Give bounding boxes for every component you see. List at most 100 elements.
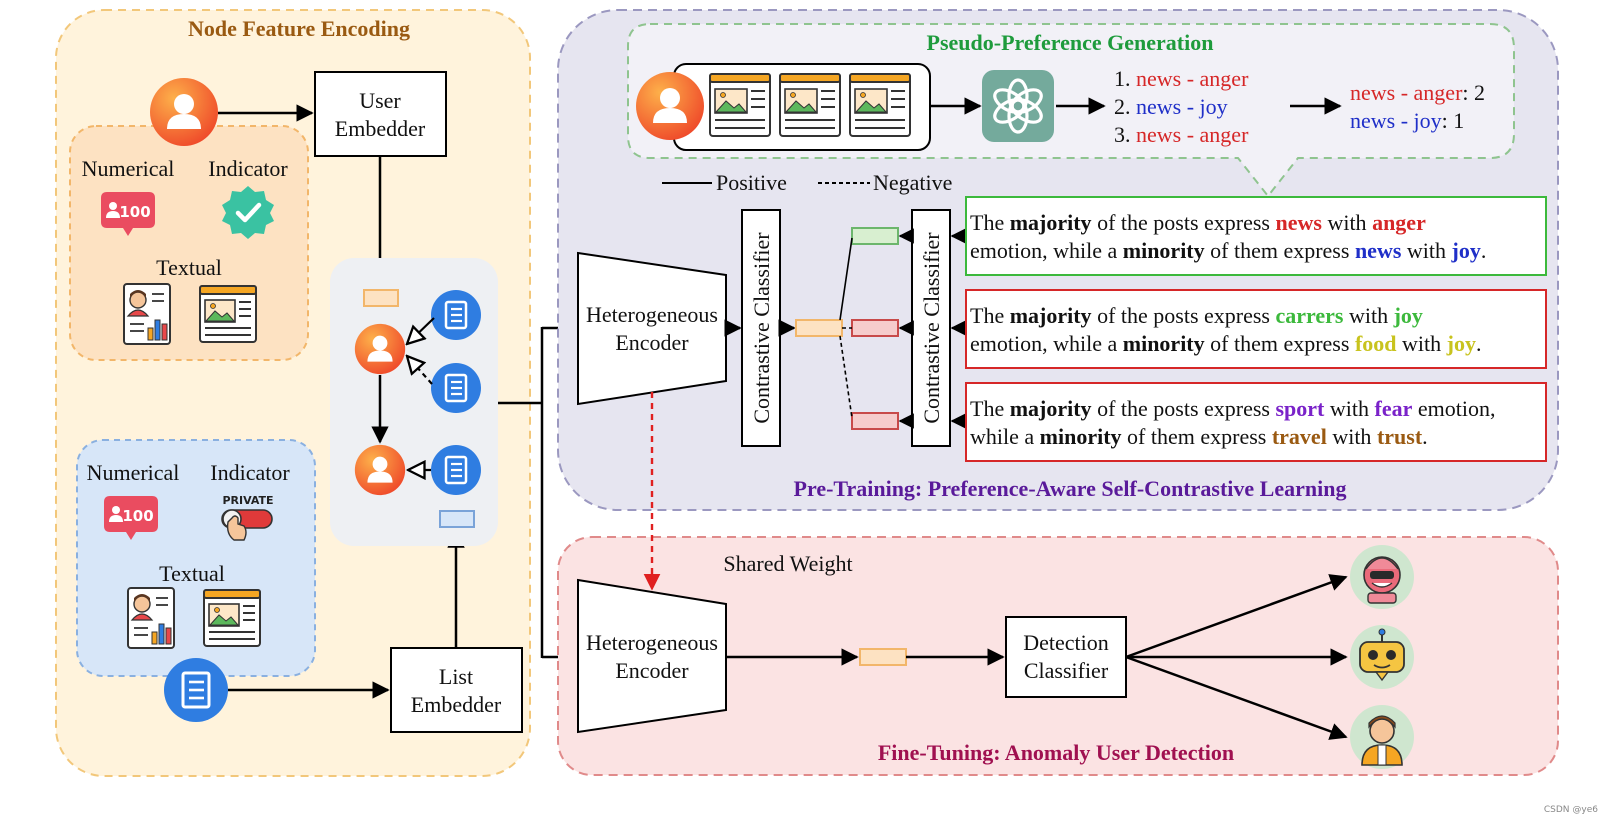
- preference-text-run: minority: [1123, 238, 1205, 263]
- graph-list-node-1: [429, 288, 483, 342]
- profile-document-icon: [127, 587, 175, 649]
- contrastive-classifier-2-label: Contrastive Classifier: [919, 232, 944, 424]
- pseudo-preference-title: Pseudo-Preference Generation: [927, 30, 1214, 55]
- finetune-encoder-shape: [577, 578, 727, 734]
- user-embedding-vector: [363, 289, 399, 307]
- finetuning-title: Fine-Tuning: Anomaly User Detection: [878, 740, 1234, 765]
- contrastive-classifier-2: [911, 209, 951, 447]
- image-post-icon: [709, 73, 771, 137]
- preference-text-run: majority: [1010, 303, 1092, 328]
- pseudo-item-3: 3. news - anger: [1114, 122, 1249, 147]
- list-textual-label: Textual: [159, 561, 225, 586]
- preference-text-run: of them express: [1205, 331, 1355, 356]
- image-post-icon: [199, 285, 257, 343]
- list-embedder-label-1: List: [439, 664, 473, 689]
- preference-text-run: emotion, while a: [970, 331, 1123, 356]
- preference-text-box-3: [965, 382, 1547, 462]
- graph-list-node-2: [429, 361, 483, 415]
- preference-text-run: with: [1322, 210, 1372, 235]
- pretrain-encoder-label-1: Heterogeneous: [586, 302, 718, 327]
- graph-user-node-1: [354, 323, 406, 375]
- preference-text-run: majority: [1010, 396, 1092, 421]
- graph-edge-positive: [407, 317, 435, 344]
- shared-weight-label: Shared Weight: [723, 551, 852, 576]
- finetune-encoder-label-2: Encoder: [615, 658, 689, 683]
- legend-negative-label: Negative: [873, 170, 952, 195]
- graph-user-node-2: [354, 444, 406, 496]
- count-anger: news - anger: 2: [1350, 80, 1485, 105]
- user-avatar-icon: [636, 72, 704, 140]
- user-representation-vector: [859, 648, 907, 666]
- preference-text-2-line-2: emotion, while a minority of them expres…: [970, 331, 1481, 356]
- preference-text-run: news: [1275, 210, 1322, 235]
- preference-text-3-line-1: The majority of the posts express sport …: [970, 396, 1495, 421]
- image-post-icon: [849, 73, 911, 137]
- list-embedder-label-2: Embedder: [411, 692, 502, 717]
- preference-text-run: The: [970, 303, 1010, 328]
- preference-text-run: joy: [1451, 238, 1481, 263]
- preference-text-run: fear: [1375, 396, 1413, 421]
- preference-text-run: joy: [1393, 303, 1423, 328]
- badge-100-icon: 100: [104, 496, 158, 540]
- user-textual-label: Textual: [156, 255, 222, 280]
- preference-text-run: .: [1422, 424, 1428, 449]
- node-feature-encoding-title: Node Feature Encoding: [188, 16, 410, 41]
- list-embedder-box: [390, 647, 523, 733]
- pretrain-encoder-label-2: Encoder: [615, 330, 689, 355]
- preference-text-run: with: [1397, 331, 1447, 356]
- list-embedding-vector: [439, 510, 475, 528]
- robot-icon: [1350, 625, 1414, 689]
- user-avatar-icon: [150, 78, 218, 146]
- preference-text-run: majority: [1010, 210, 1092, 235]
- pretrain-encoder-shape: [577, 251, 727, 406]
- pseudo-item-1: 1. news - anger: [1114, 66, 1249, 91]
- preference-text-1-line-1: The majority of the posts express news w…: [970, 210, 1426, 235]
- negative-text-embedding-2: [851, 412, 899, 430]
- preference-text-run: of them express: [1205, 238, 1355, 263]
- preference-text-box-1: [965, 196, 1547, 276]
- preference-text-run: joy: [1446, 331, 1476, 356]
- preference-text-run: emotion,: [1412, 396, 1495, 421]
- preference-text-run: carrers: [1275, 303, 1343, 328]
- profile-document-icon: [123, 283, 171, 345]
- contrastive-classifier-1-label: Contrastive Classifier: [749, 232, 774, 424]
- preference-text-run: .: [1476, 331, 1482, 356]
- list-indicator-label: Indicator: [210, 460, 290, 485]
- preference-text-run: sport: [1275, 396, 1325, 421]
- preference-text-run: of the posts express: [1092, 303, 1276, 328]
- preference-text-run: of the posts express: [1092, 210, 1276, 235]
- private-toggle-icon: PRIVATE: [221, 494, 274, 541]
- preference-text-run: of the posts express: [1092, 396, 1276, 421]
- preference-text-box-2: [965, 289, 1547, 369]
- preference-text-1-line-2: emotion, while a minority of them expres…: [970, 238, 1486, 263]
- detector-to-human-arrow: [1125, 655, 1348, 740]
- user-indicator-label: Indicator: [208, 156, 288, 181]
- preference-text-run: .: [1481, 238, 1487, 263]
- preference-text-run: minority: [1040, 424, 1122, 449]
- graph-list-node-3: [429, 443, 483, 497]
- watermark: CSDN @ye6: [1544, 805, 1598, 815]
- preference-text-run: The: [970, 210, 1010, 235]
- detection-classifier-label-2: Classifier: [1024, 658, 1109, 683]
- detection-classifier-label-1: Detection: [1023, 630, 1109, 655]
- preference-text-run: travel: [1272, 424, 1327, 449]
- positive-pair-line: [839, 237, 853, 321]
- preference-text-run: news: [1355, 238, 1402, 263]
- user-embedder-label-2: Embedder: [335, 116, 426, 141]
- detection-classifier-box: [1005, 616, 1127, 698]
- preference-text-run: The: [970, 396, 1010, 421]
- user-preference-embedding: [795, 319, 843, 337]
- finetune-encoder-label-1: Heterogeneous: [586, 630, 718, 655]
- user-embedder-box: [314, 71, 447, 157]
- preference-text-run: of them express: [1122, 424, 1272, 449]
- count-joy: news - joy: 1: [1350, 108, 1464, 133]
- image-post-icon: [203, 589, 261, 647]
- badge-100-icon: 100: [101, 192, 155, 236]
- positive-text-embedding: [851, 227, 899, 245]
- openai-logo-icon: [982, 70, 1054, 142]
- preference-text-run: with: [1324, 396, 1374, 421]
- preference-text-run: with: [1343, 303, 1393, 328]
- preference-text-run: food: [1355, 331, 1397, 356]
- svg-text:PRIVATE: PRIVATE: [222, 494, 273, 507]
